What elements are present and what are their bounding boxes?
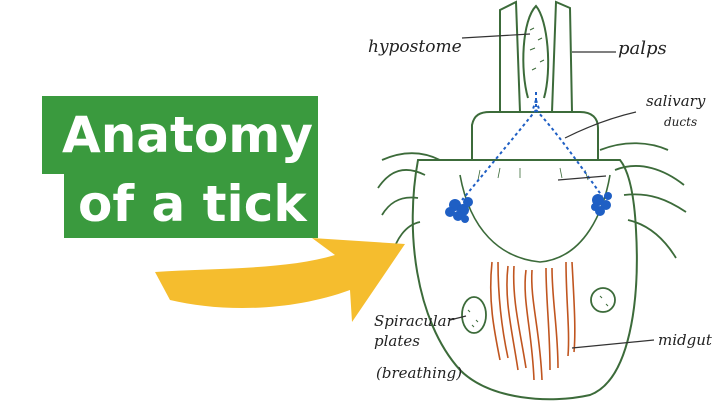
label-breathing: (breathing) xyxy=(376,364,462,382)
tick-body xyxy=(411,159,638,401)
spiracular-plates xyxy=(461,287,616,334)
pointer-arrow xyxy=(155,238,405,322)
capitulum xyxy=(471,111,599,160)
label-midgut: midgut xyxy=(658,331,713,349)
label-hypostome: hypostome xyxy=(368,37,462,57)
tick-legs xyxy=(377,142,687,259)
salivary-glands xyxy=(445,192,612,223)
midgut xyxy=(489,261,576,381)
title-line-2: of a tick xyxy=(64,170,318,238)
hypostome xyxy=(522,4,550,99)
title-text-2: of a tick xyxy=(78,175,307,233)
label-ducts: ducts xyxy=(664,115,697,129)
title-line-1: Anatomy xyxy=(42,96,318,174)
salivary-ducts xyxy=(461,92,603,201)
label-salivary: salivary xyxy=(646,92,706,110)
palps xyxy=(499,0,573,113)
scutum xyxy=(459,167,611,263)
label-spiracular: Spiracular xyxy=(374,312,455,330)
label-plates: plates xyxy=(374,332,420,350)
label-palps: palps xyxy=(618,38,667,59)
title-text-1: Anatomy xyxy=(62,106,313,164)
leader-lines xyxy=(449,33,655,349)
